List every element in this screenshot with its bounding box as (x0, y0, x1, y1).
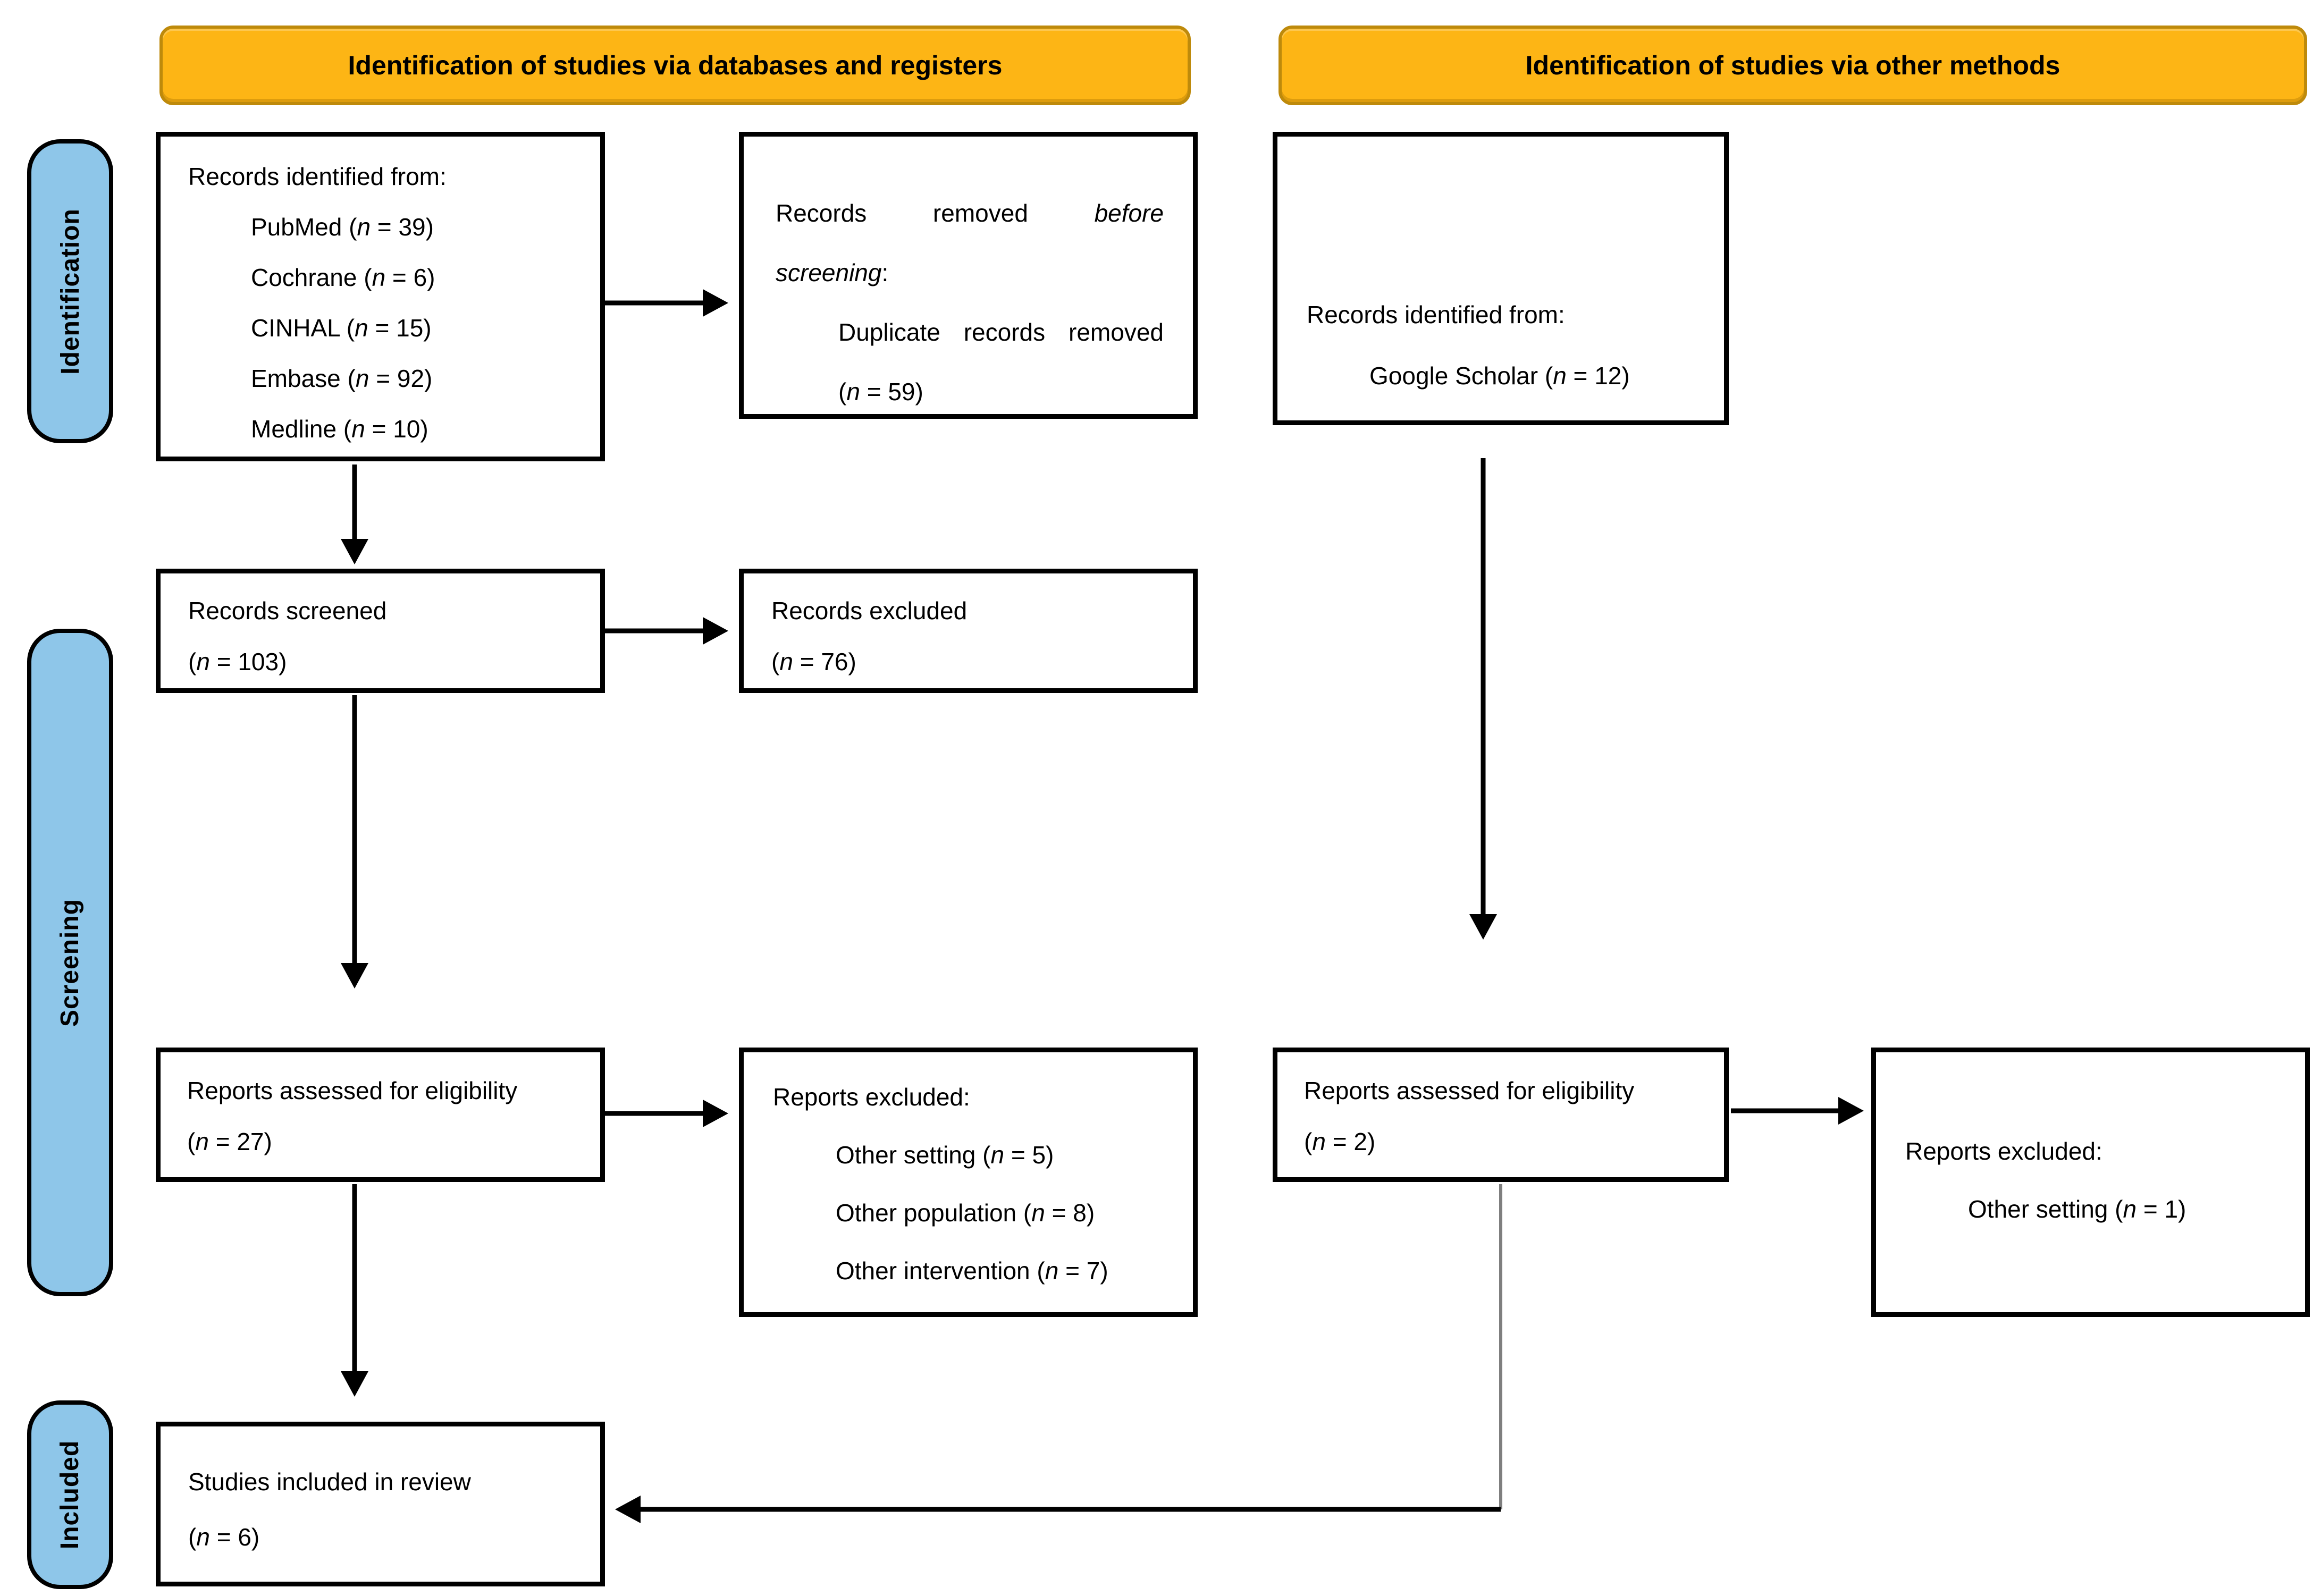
box-text-line: (n = 2) (1304, 1128, 1376, 1155)
box-reports-assessed-other: Reports assessed for eligibility (n = 2) (1273, 1048, 1729, 1182)
box-text-line: Other setting (n = 1) (1968, 1195, 2186, 1223)
connector-other-assessed-to-included (615, 1184, 1502, 1523)
box-reports-excluded-databases: Reports excluded: Other setting (n = 5) Ot… (739, 1048, 1198, 1317)
box-reports-assessed-databases: Reports assessed for eligibility (n = 27) (156, 1048, 605, 1182)
box-text-line: screening: (776, 259, 889, 286)
phase-included: Included (27, 1400, 113, 1589)
arrow-identified-to-screened (341, 465, 368, 564)
box-text-line: Studies included in review (188, 1468, 471, 1496)
arrow-screened-to-assessed (341, 695, 368, 989)
box-records-removed-before-screening: Records removed before screening: Duplicat… (739, 132, 1198, 419)
box-text-line: CINHAL (n = 15) (251, 314, 432, 342)
box-text-line: Reports assessed for eligibility (1304, 1077, 1635, 1104)
arrow-assessed-to-included (341, 1184, 368, 1397)
box-reports-excluded-other: Reports excluded: Other setting (n = 1) (1871, 1048, 2310, 1317)
phase-identification: Identification (27, 139, 113, 443)
box-text-line: (n = 6) (188, 1523, 260, 1551)
box-records-identified-databases: Records identified from: PubMed (n = 39) C… (156, 132, 605, 461)
phase-identification-label: Identification (56, 208, 85, 375)
box-studies-included: Studies included in review (n = 6) (156, 1422, 605, 1586)
box-records-identified-other: Records identified from: Google Scholar (… (1273, 132, 1729, 425)
arrow-other-identified-to-assessed (1469, 458, 1497, 940)
box-text-line: (n = 59) (838, 378, 923, 406)
phase-screening-label: Screening (56, 898, 85, 1027)
box-text-line: (n = 76) (771, 648, 856, 675)
box-text-line: Cochrane (n = 6) (251, 264, 435, 291)
arrow-other-assessed-to-excluded (1731, 1097, 1864, 1125)
phase-included-label: Included (56, 1440, 85, 1550)
box-text-line: (n = 103) (188, 648, 287, 675)
box-text-line: Other population (n = 8) (836, 1199, 1095, 1227)
arrow-screened-to-excluded (599, 617, 728, 645)
phase-screening: Screening (27, 629, 113, 1296)
arrow-identified-to-removed (599, 289, 728, 317)
box-text-line: Records identified from: (188, 163, 447, 190)
box-text-line: Records screened (188, 597, 387, 624)
box-text-line: Duplicate records removed (838, 318, 1164, 346)
arrow-assessed-to-reports-excluded (599, 1100, 728, 1127)
box-text-line: Records removed before (776, 199, 1164, 227)
box-text-line: Embase (n = 92) (251, 365, 433, 392)
box-text-line: Other intervention (n = 7) (836, 1257, 1108, 1285)
box-text-line: (n = 27) (187, 1128, 272, 1155)
box-text-line: Reports excluded: (773, 1083, 970, 1111)
box-text-line: Google Scholar (n = 12) (1369, 362, 1630, 390)
box-text-line: Reports excluded: (1905, 1137, 2102, 1165)
banner-other-methods: Identification of studies via other meth… (1279, 26, 2307, 105)
box-text-line: Medline (n = 10) (251, 415, 428, 443)
box-records-screened: Records screened (n = 103) (156, 569, 605, 693)
box-text-line: Reports assessed for eligibility (187, 1077, 518, 1104)
banner-databases-registers: Identification of studies via databases … (159, 26, 1191, 105)
box-records-excluded: Records excluded (n = 76) (739, 569, 1198, 693)
box-text-line: PubMed (n = 39) (251, 213, 434, 241)
box-text-line: Records identified from: (1307, 301, 1565, 328)
box-text-line: Other setting (n = 5) (836, 1141, 1054, 1169)
box-text-line: Records excluded (771, 597, 968, 624)
